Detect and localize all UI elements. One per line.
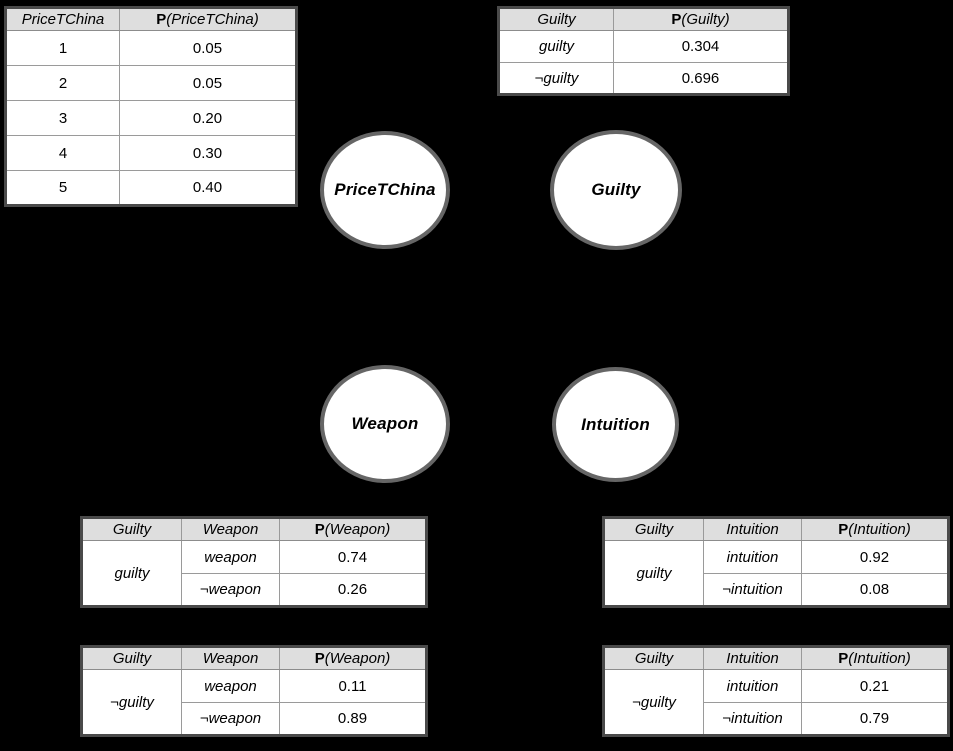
cpt-table-weapon-notguilty[interactable]: Guilty Weapon P(Weapon) ¬guilty weapon 0… — [80, 645, 428, 737]
cell-probability: 0.89 — [279, 702, 427, 736]
prob-symbol: P — [314, 650, 325, 667]
cell-state: 2 — [5, 65, 120, 101]
table-row: guilty intuition 0.92 — [603, 540, 949, 607]
cell-state: ¬intuition — [703, 702, 802, 736]
column-header-variable: Intuition — [703, 517, 802, 541]
cell-probability: 0.79 — [801, 702, 949, 736]
table-row: 1 0.05 — [5, 30, 297, 66]
cell-state: ¬weapon — [181, 702, 280, 736]
cell-parent-state: ¬guilty — [81, 669, 182, 736]
cpt-table-guilty[interactable]: Guilty P(Guilty) guilty 0.304 ¬guilty 0.… — [497, 6, 790, 96]
cell-state: ¬intuition — [703, 573, 802, 607]
column-header-probability: P(PriceTChina) — [119, 7, 297, 31]
table-row: 5 0.40 — [5, 170, 297, 206]
prob-arg: (Intuition) — [848, 521, 911, 538]
table-row: ¬guilty 0.696 — [498, 62, 789, 95]
cell-probability: 0.11 — [279, 669, 427, 703]
table-header-row: Guilty P(Guilty) — [498, 7, 789, 31]
cell-state: 3 — [5, 100, 120, 136]
cpt-table-intuition-notguilty[interactable]: Guilty Intuition P(Intuition) ¬guilty in… — [602, 645, 950, 737]
table-row: ¬weapon 0.26 — [82, 573, 427, 607]
table-row: 2 0.05 — [5, 65, 297, 101]
cell-probability: 0.304 — [613, 30, 789, 63]
prob-arg: (Weapon) — [324, 650, 391, 667]
prob-symbol: P — [838, 650, 849, 667]
node-label-pricetchina: PriceTChina — [334, 180, 436, 199]
cell-state: 5 — [5, 170, 120, 206]
table-row: guilty 0.304 — [498, 30, 789, 63]
prob-arg: (Intuition) — [848, 650, 911, 667]
prob-symbol: P — [671, 11, 682, 28]
node-label-intuition: Intuition — [581, 414, 650, 434]
cell-parent-state: guilty — [603, 540, 704, 607]
node-pricetchina[interactable]: PriceTChina — [320, 131, 450, 249]
table-row: 3 0.20 — [5, 100, 297, 136]
table-header-row: Guilty Weapon P(Weapon) — [81, 517, 427, 541]
table-row: ¬guilty weapon 0.11 — [81, 669, 427, 736]
node-label-guilty: Guilty — [591, 180, 641, 199]
cell-probability: 0.08 — [801, 573, 949, 607]
prob-arg: (Weapon) — [324, 521, 391, 538]
column-header-probability: P(Intuition) — [801, 646, 949, 670]
node-weapon[interactable]: Weapon — [320, 365, 450, 483]
node-guilty[interactable]: Guilty — [550, 130, 682, 250]
prob-arg: (Guilty) — [681, 11, 730, 28]
cell-parent-state: ¬guilty — [603, 669, 704, 736]
column-header-parent: Guilty — [81, 517, 182, 541]
node-label-weapon: Weapon — [351, 414, 419, 433]
table-row: ¬weapon 0.89 — [82, 702, 427, 736]
column-header-variable: Weapon — [181, 646, 280, 670]
table-row: guilty weapon 0.74 — [81, 540, 427, 607]
column-header-probability: P(Weapon) — [279, 646, 427, 670]
column-header-variable: Guilty — [498, 7, 614, 31]
cell-probability: 0.26 — [279, 573, 427, 607]
prob-symbol: P — [838, 521, 849, 538]
cell-state: weapon — [181, 669, 280, 703]
cell-state: guilty — [498, 30, 614, 63]
cpt-table-weapon-guilty[interactable]: Guilty Weapon P(Weapon) guilty weapon 0.… — [80, 516, 428, 608]
cell-probability: 0.696 — [613, 62, 789, 95]
column-header-probability: P(Weapon) — [279, 517, 427, 541]
column-header-parent: Guilty — [603, 646, 704, 670]
table-row: ¬intuition 0.79 — [604, 702, 949, 736]
node-intuition[interactable]: Intuition — [552, 367, 679, 482]
cell-probability: 0.05 — [119, 30, 297, 66]
cell-probability: 0.40 — [119, 170, 297, 206]
cell-state: ¬weapon — [181, 573, 280, 607]
cpt-table-intuition-guilty[interactable]: Guilty Intuition P(Intuition) guilty int… — [602, 516, 950, 608]
table-row: ¬guilty intuition 0.21 — [603, 669, 949, 736]
cell-state: 4 — [5, 135, 120, 171]
prob-arg: (PriceTChina) — [166, 11, 259, 28]
cell-state: 1 — [5, 30, 120, 66]
cell-probability: 0.20 — [119, 100, 297, 136]
cpt-table-pricetchina[interactable]: PriceTChina P(PriceTChina) 1 0.05 2 0.05… — [4, 6, 298, 207]
cell-state: intuition — [703, 540, 802, 574]
column-header-parent: Guilty — [603, 517, 704, 541]
prob-symbol: P — [156, 11, 167, 28]
table-header-row: Guilty Intuition P(Intuition) — [603, 517, 949, 541]
column-header-parent: Guilty — [81, 646, 182, 670]
cell-probability: 0.30 — [119, 135, 297, 171]
table-row: ¬intuition 0.08 — [604, 573, 949, 607]
cell-probability: 0.21 — [801, 669, 949, 703]
column-header-probability: P(Intuition) — [801, 517, 949, 541]
column-header-variable: PriceTChina — [5, 7, 120, 31]
cell-probability: 0.05 — [119, 65, 297, 101]
table-header-row: PriceTChina P(PriceTChina) — [5, 7, 297, 31]
cell-state: intuition — [703, 669, 802, 703]
cell-state: weapon — [181, 540, 280, 574]
table-header-row: Guilty Intuition P(Intuition) — [603, 646, 949, 670]
table-header-row: Guilty Weapon P(Weapon) — [81, 646, 427, 670]
cell-probability: 0.92 — [801, 540, 949, 574]
column-header-variable: Intuition — [703, 646, 802, 670]
table-row: 4 0.30 — [5, 135, 297, 171]
cell-probability: 0.74 — [279, 540, 427, 574]
prob-symbol: P — [314, 521, 325, 538]
cell-state: ¬guilty — [498, 62, 614, 95]
column-header-probability: P(Guilty) — [613, 7, 789, 31]
column-header-variable: Weapon — [181, 517, 280, 541]
cell-parent-state: guilty — [81, 540, 182, 607]
